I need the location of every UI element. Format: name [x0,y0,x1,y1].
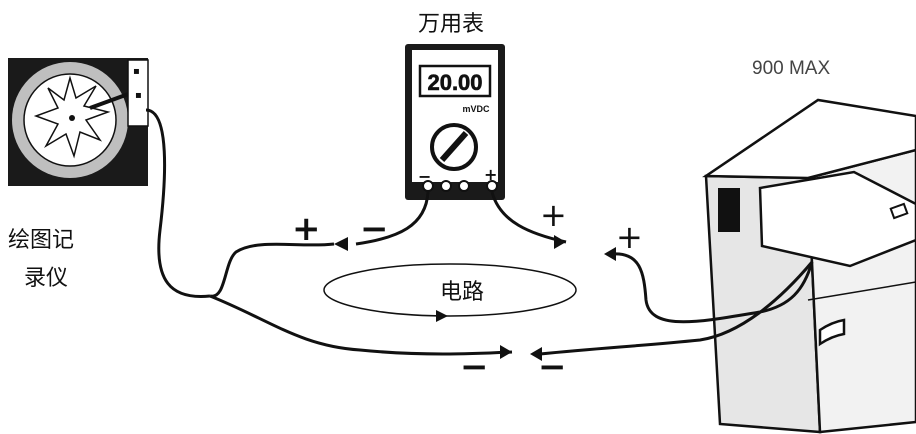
arrow-instrument-plus [604,247,616,261]
arrow-loop-direction [436,310,448,322]
polarity-recorder-plus: + [292,209,321,249]
instrument-lid-latch[interactable] [889,202,909,220]
polarity-marks: + − + + − − [292,196,643,387]
multimeter-unit: mVDC [462,104,490,114]
polarity-meter-minus: − [360,209,389,249]
recorder-hub [69,115,75,121]
instrument-900-max [702,98,916,434]
multimeter-jack-2[interactable] [440,180,452,192]
recorder-trace [33,75,111,159]
multimeter-jack-com[interactable] [422,180,434,192]
recorder-scale-bottom: ▪ [135,90,142,101]
multimeter-label: 万用表 [418,12,485,37]
chart-recorder-label-line2: 录仪 [24,266,69,291]
recorder-pen-carriage [127,59,149,127]
instrument-label: 900 MAX [752,58,831,79]
multimeter-jack-3[interactable] [458,180,470,192]
multimeter-lcd [418,64,492,98]
circuit-loop [323,263,577,317]
multimeter-jack-v[interactable] [486,180,498,192]
multimeter-reading: 20.00 [427,70,482,95]
chart-recorder: ▪ ▪ [8,58,149,186]
polarity-meter-plus: + [540,196,567,234]
instrument-top [702,98,916,180]
wire-recorder-plus [209,242,335,298]
multimeter: 20.00 mVDC − + [405,44,505,200]
instrument-vent [718,188,740,232]
chart-recorder-label-line1: 绘图记 [8,228,75,253]
multimeter-dial-pointer [439,131,469,162]
arrow-left-recorder-plus [334,237,348,251]
polarity-recorder-minus: − [460,347,489,387]
polarity-instrument-minus: − [538,347,567,387]
instrument-lid [758,170,916,268]
wire-recorder-minus [209,294,513,356]
recorder-scale-top: ▪ [133,66,140,77]
arrow-instrument-minus [530,347,542,361]
instrument-seam [807,281,916,301]
arrow-meter-v [554,235,566,249]
wire-instrument-minus [539,261,814,356]
instrument-door-handle[interactable] [818,318,846,347]
wire-instrument-plus [611,252,814,324]
wire-meter-com [355,191,430,246]
circuit-label: 电路 [440,280,485,305]
arrowheads [334,235,616,361]
multimeter-v-plus: + [484,165,497,184]
circuit-wires [145,108,814,356]
polarity-instrument-plus: + [616,218,643,256]
arrow-into-recorder-minus [500,345,512,359]
wire-recorder-lead [145,108,211,298]
